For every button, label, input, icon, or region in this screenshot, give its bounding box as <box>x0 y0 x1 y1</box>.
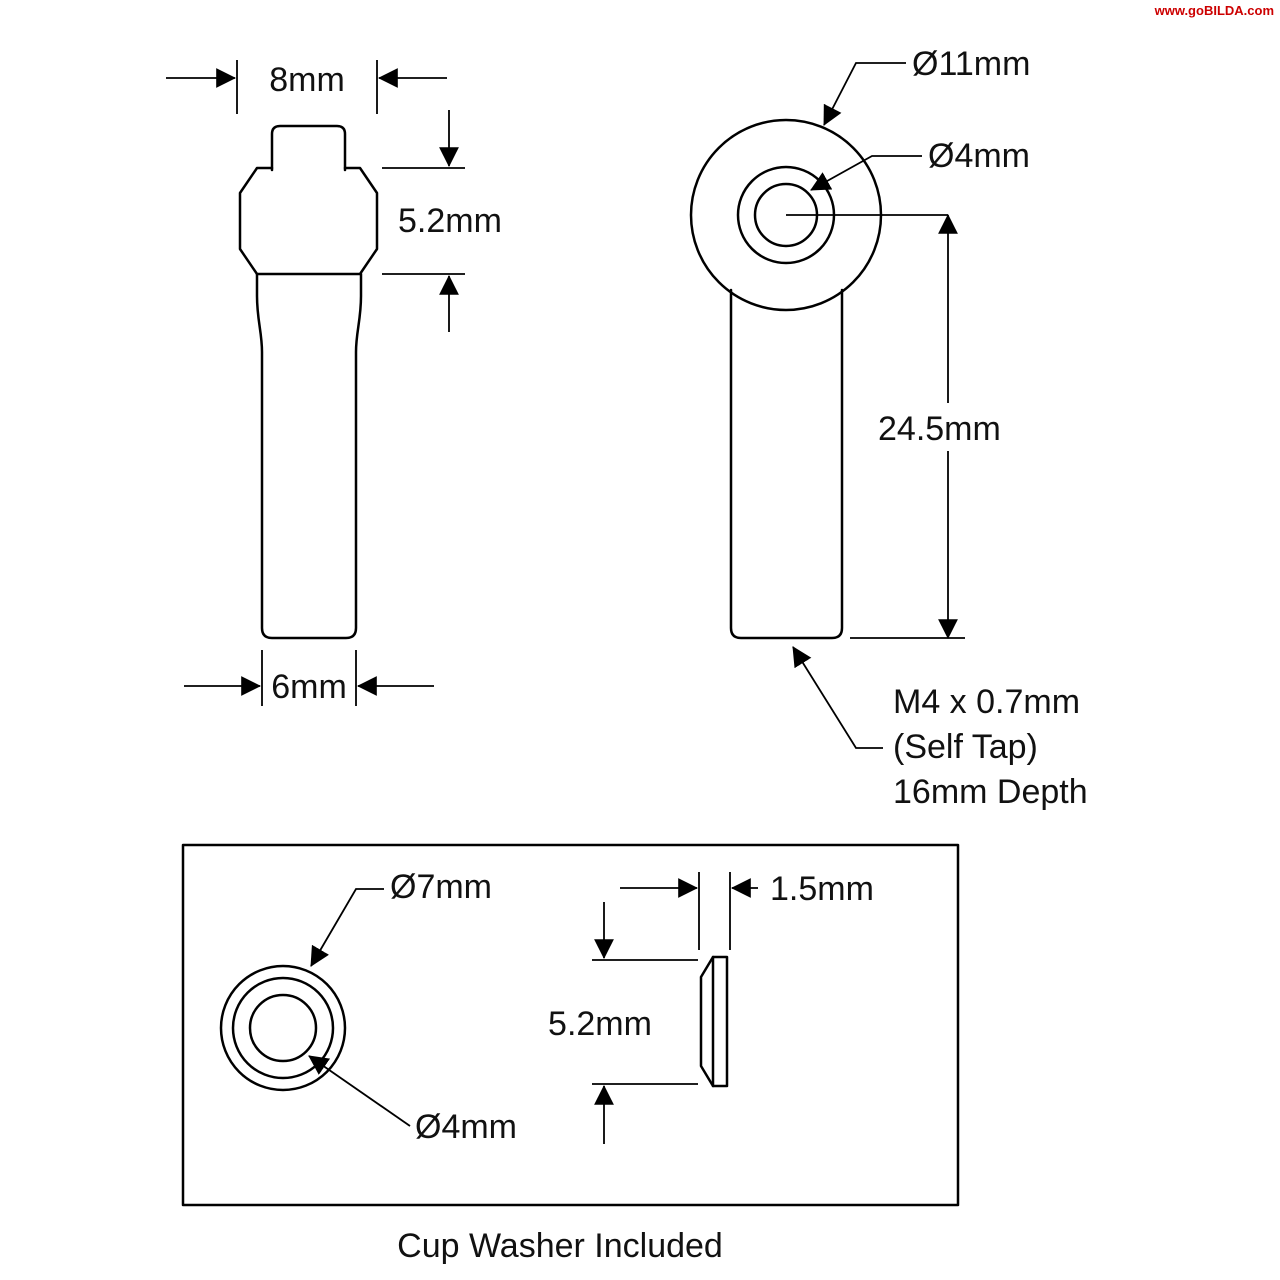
leader-line <box>792 646 883 749</box>
dimension-label-overall-length: 24.5mm <box>878 410 1001 448</box>
side-view: 8mm 5.2mm 6mm <box>166 60 502 706</box>
washer-hole-circle <box>248 993 318 1063</box>
leader-line <box>310 888 384 967</box>
leader-line <box>823 62 906 126</box>
washer-mid-circle <box>231 976 335 1080</box>
dimension-label-hole-diameter: Ø4mm <box>928 137 1030 175</box>
panel-caption: Cup Washer Included <box>397 1227 723 1265</box>
dimension-label-background <box>870 403 1028 451</box>
dimension-label-washer-height: 5.2mm <box>548 1005 652 1043</box>
side-view-top-shaft-outline <box>270 124 347 172</box>
dimension-label-head-diameter: Ø11mm <box>912 45 1030 83</box>
front-view: Ø11mm Ø4mm 24.5mm M4 x 0.7mm (Self Tap) … <box>689 45 1088 811</box>
leader-line <box>810 155 922 191</box>
washer-outer-circle <box>219 964 347 1092</box>
panel-border <box>181 843 960 1207</box>
dimension-label-ball-thickness: 5.2mm <box>398 202 502 240</box>
thread-note-line3: 16mm Depth <box>893 773 1088 811</box>
leader-line <box>308 1055 411 1127</box>
front-view-body-outline <box>729 288 844 640</box>
side-view-ball-outline <box>238 166 379 276</box>
watermark-url: www.goBILDA.com <box>1154 3 1274 18</box>
dimension-label-shaft-width: 6mm <box>271 668 347 706</box>
dimension-label-washer-inner-diameter: Ø4mm <box>415 1108 517 1146</box>
dimension-label-washer-thickness: 1.5mm <box>770 870 874 908</box>
thread-note-line1: M4 x 0.7mm <box>893 683 1080 721</box>
thread-note-line2: (Self Tap) <box>893 728 1038 766</box>
dimension-label-head-width: 8mm <box>269 61 345 99</box>
dimension-label-washer-outer-diameter: Ø7mm <box>390 868 492 906</box>
side-view-lower-shaft-outline <box>255 272 363 640</box>
cup-washer-panel: Ø7mm Ø4mm 1.5mm 5.2mm Cup Washer Include… <box>181 843 960 1265</box>
